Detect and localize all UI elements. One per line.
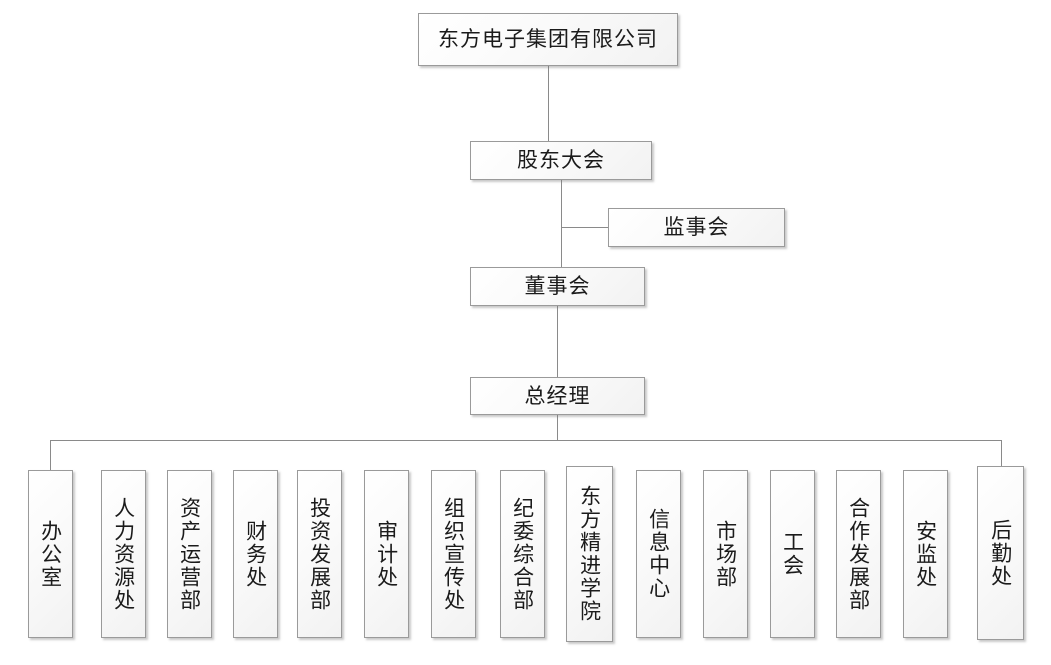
node-general-manager-label: 总经理 <box>524 383 591 408</box>
node-department-office[interactable]: 办公室 <box>28 470 73 638</box>
node-department-finance[interactable]: 财务处 <box>233 470 278 638</box>
node-department-information-center[interactable]: 信息中心 <box>636 470 681 638</box>
connector-shareholders-to-board-spine <box>561 180 562 267</box>
node-company-root[interactable]: 东方电子集团有限公司 <box>418 13 678 66</box>
node-department-asset-operations-label: 资产运营部 <box>177 496 202 612</box>
node-department-cooperation-development[interactable]: 合作发展部 <box>836 470 881 638</box>
node-department-dongfang-academy-label: 东方精进学院 <box>577 485 602 623</box>
node-department-safety-supervision-label: 安监处 <box>913 519 938 589</box>
node-department-logistics-label: 后勤处 <box>988 518 1013 588</box>
node-department-human-resources-label: 人力资源处 <box>111 496 136 612</box>
connector-department-bus <box>50 440 1002 441</box>
node-department-investment-development[interactable]: 投资发展部 <box>297 470 342 638</box>
node-department-dongfang-academy[interactable]: 东方精进学院 <box>566 466 613 642</box>
node-department-human-resources[interactable]: 人力资源处 <box>101 470 146 638</box>
node-department-discipline-inspection[interactable]: 纪委综合部 <box>500 470 545 638</box>
connector-gm-to-bus <box>557 414 558 440</box>
node-department-cooperation-development-label: 合作发展部 <box>846 496 871 612</box>
node-department-organization-publicity-label: 组织宣传处 <box>441 496 466 612</box>
node-board-of-directors[interactable]: 董事会 <box>470 267 645 306</box>
node-shareholders-meeting[interactable]: 股东大会 <box>470 141 652 180</box>
node-department-safety-supervision[interactable]: 安监处 <box>903 470 948 638</box>
node-department-labor-union-label: 工会 <box>780 531 805 577</box>
connector-board-to-gm <box>557 305 558 377</box>
node-department-labor-union[interactable]: 工会 <box>770 470 815 638</box>
node-company-root-label: 东方电子集团有限公司 <box>438 27 658 52</box>
node-department-marketing[interactable]: 市场部 <box>703 470 748 638</box>
node-department-office-label: 办公室 <box>38 519 63 589</box>
node-department-audit-label: 审计处 <box>374 519 399 589</box>
node-department-marketing-label: 市场部 <box>713 519 738 589</box>
node-department-logistics[interactable]: 后勤处 <box>977 466 1024 640</box>
node-department-asset-operations[interactable]: 资产运营部 <box>167 470 212 638</box>
node-board-of-supervisors-label: 监事会 <box>663 215 730 240</box>
node-department-investment-development-label: 投资发展部 <box>307 496 332 612</box>
connector-bus-to-last-department <box>1001 440 1002 466</box>
connector-branch-to-supervisors <box>561 227 609 228</box>
node-shareholders-meeting-label: 股东大会 <box>517 148 605 173</box>
node-general-manager[interactable]: 总经理 <box>470 377 645 415</box>
connector-bus-to-first-department <box>50 440 51 470</box>
connector-root-to-shareholders <box>548 66 549 141</box>
node-board-of-directors-label: 董事会 <box>524 274 591 299</box>
node-board-of-supervisors[interactable]: 监事会 <box>608 208 785 247</box>
node-department-audit[interactable]: 审计处 <box>364 470 409 638</box>
node-department-information-center-label: 信息中心 <box>646 508 671 600</box>
node-department-finance-label: 财务处 <box>243 519 268 589</box>
node-department-discipline-inspection-label: 纪委综合部 <box>510 496 535 612</box>
node-department-organization-publicity[interactable]: 组织宣传处 <box>431 470 476 638</box>
